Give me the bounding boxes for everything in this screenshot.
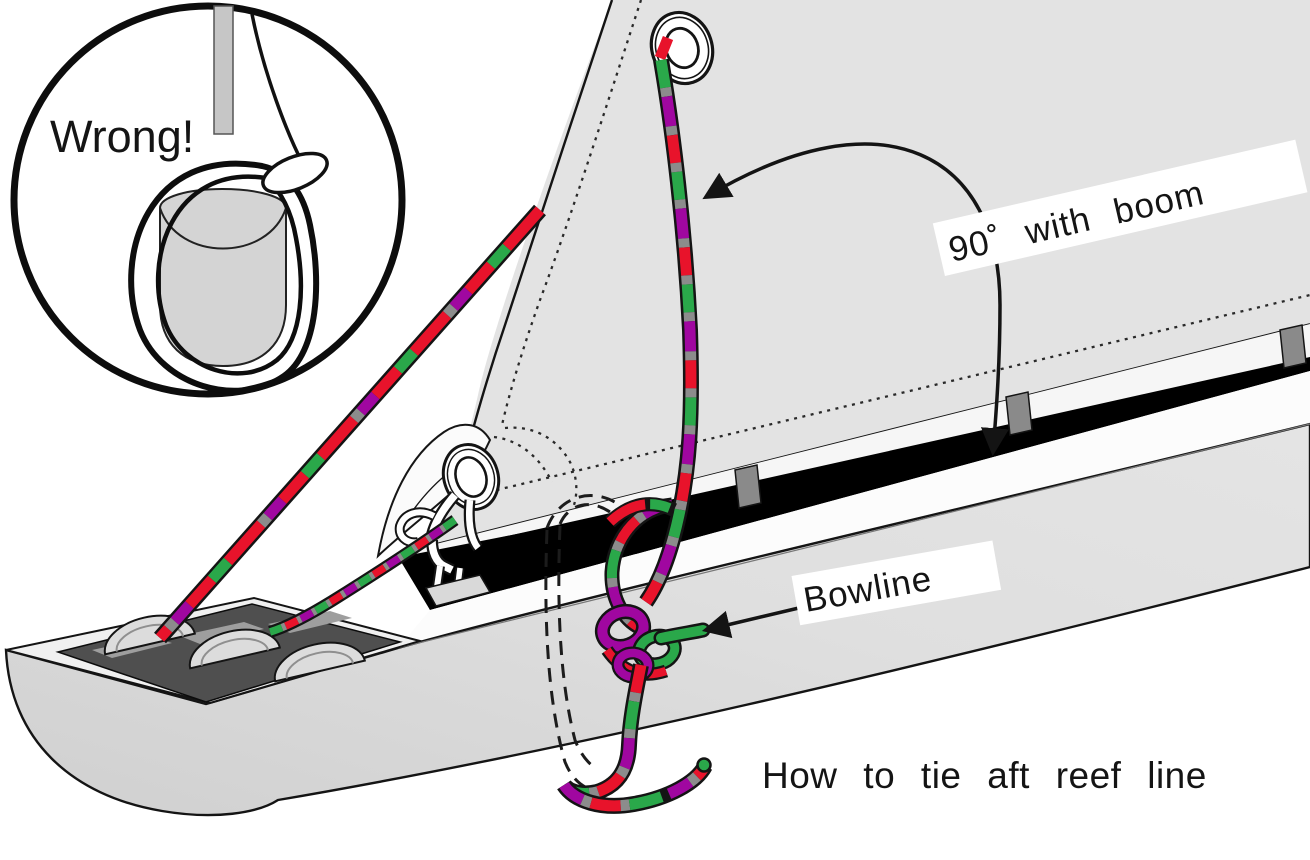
sheave (188, 628, 282, 670)
rope-under-boom (564, 665, 711, 806)
hidden-sail-outline (493, 435, 554, 483)
bowline-arrow (701, 605, 804, 639)
sail-gap-slot (400, 357, 1310, 610)
wrong-inset: Wrong! (10, 2, 406, 398)
rope-end-tip (696, 757, 712, 773)
sheave (273, 641, 367, 683)
wrong-loop-inner (155, 174, 304, 376)
boom-section-bar (213, 5, 234, 135)
boom-top-face (398, 371, 1310, 648)
sail-slug (1279, 324, 1307, 369)
wrong-rope (250, 13, 304, 163)
clew-grommet (441, 443, 501, 511)
boom-crease-line (397, 423, 1310, 649)
wrong-loop-outer (128, 160, 320, 394)
caption-title: How to tie aft reef line (762, 755, 1207, 796)
sail-leech-edge (461, 0, 614, 469)
track-plate (424, 574, 492, 607)
wrong-label: Wrong! (50, 111, 194, 162)
hidden-rope-path (544, 494, 619, 792)
rolled-sail-cylinder (159, 187, 287, 368)
bowline-label-box (791, 540, 1002, 626)
sail-slug (734, 464, 762, 509)
reef-line-fall (646, 35, 691, 602)
sail-leech-seam (500, 0, 643, 426)
bowline-knot (594, 504, 711, 684)
sail-slugs (734, 324, 1307, 509)
wrong-grommet-eye (261, 151, 329, 195)
hidden-sail-outline (504, 426, 578, 506)
angle-label-box (932, 139, 1308, 276)
boom-end-sheave-cassette (5, 596, 424, 705)
sail-slug (1005, 391, 1033, 436)
boom-front-face (4, 422, 1310, 817)
